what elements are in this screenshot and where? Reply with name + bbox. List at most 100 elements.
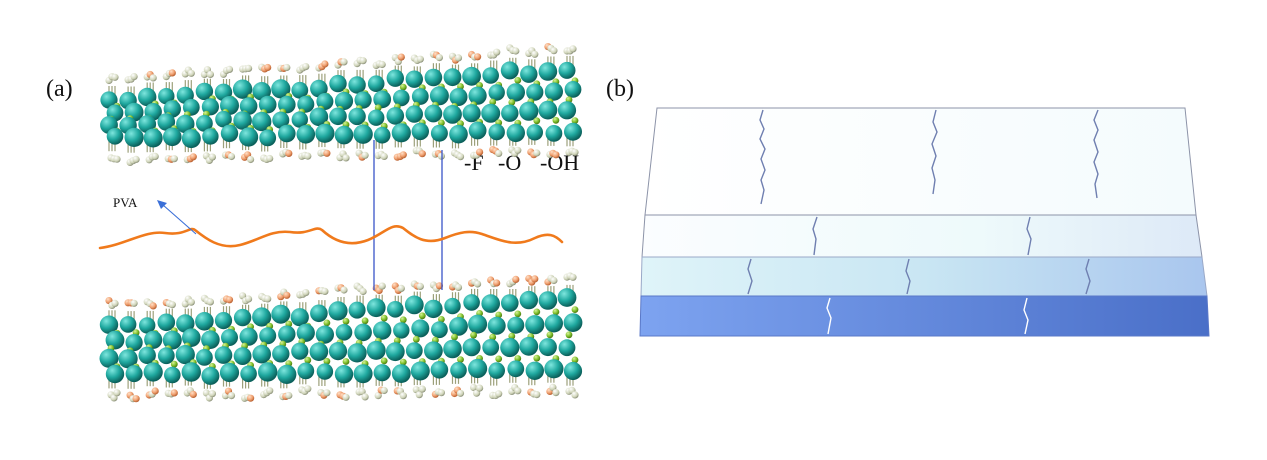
hydrogen-atom — [302, 289, 310, 297]
terminal-atom — [323, 389, 331, 397]
terminal-atom — [361, 393, 369, 401]
titanium-atom — [239, 327, 258, 346]
titanium-atom — [201, 330, 220, 350]
titanium-atom — [297, 362, 315, 380]
carbon-atom — [495, 355, 503, 363]
titanium-atom — [99, 315, 119, 334]
oxygen-atom — [168, 69, 176, 77]
carbon-atom — [380, 357, 388, 365]
hydrogen-atom — [130, 299, 138, 307]
titanium-atom — [252, 344, 271, 364]
titanium-atom — [258, 362, 278, 382]
hydrogen-atom — [340, 286, 348, 294]
titanium-atom — [557, 101, 577, 120]
carbon-atom — [514, 310, 522, 318]
terminal-atom — [113, 389, 121, 397]
titanium-atom — [538, 100, 558, 120]
titanium-atom — [488, 123, 505, 141]
crack-2 — [931, 109, 938, 195]
crack-1 — [759, 109, 766, 205]
carbon-atom — [514, 77, 522, 84]
titanium-atom — [328, 301, 348, 321]
titanium-atom — [386, 69, 404, 87]
titanium-atom — [334, 91, 354, 111]
terminal-atom — [514, 387, 522, 395]
titanium-atom — [373, 364, 391, 382]
hydrogen-atom — [397, 284, 405, 292]
titanium-atom — [138, 346, 156, 364]
pva-pointer-arrow — [162, 204, 197, 235]
terminal-atom — [470, 383, 478, 392]
titanium-atom — [443, 68, 462, 87]
terminal-atom — [399, 392, 407, 400]
titanium-atom — [405, 70, 423, 88]
titanium-atom — [278, 124, 296, 143]
terminal-atom — [514, 146, 522, 154]
carbon-atom — [438, 316, 445, 323]
titanium-atom — [348, 107, 366, 126]
terminal-atom — [208, 390, 216, 398]
crack-3 — [1093, 109, 1099, 199]
terminal-atom — [571, 391, 579, 399]
terminal-atom — [358, 388, 366, 396]
titanium-atom — [106, 128, 124, 145]
terminal-atom — [247, 394, 255, 402]
carbon-atom — [438, 119, 445, 127]
terminal-atom — [571, 148, 579, 156]
titanium-atom — [239, 127, 259, 147]
titanium-atom — [468, 121, 487, 140]
titanium-atom — [239, 97, 258, 115]
carbon-atom — [533, 117, 541, 125]
titanium-atom — [195, 312, 214, 331]
carbon-atom — [571, 117, 579, 124]
titanium-atom — [196, 349, 213, 366]
titanium-atom — [507, 316, 525, 334]
terminal-atom — [227, 152, 236, 161]
terminal-atom — [374, 392, 382, 400]
film-layer-2 — [641, 214, 1203, 258]
titanium-atom — [563, 361, 583, 381]
titanium-atom — [328, 342, 348, 361]
terminal-atom — [170, 389, 178, 397]
titanium-atom — [124, 127, 144, 147]
mxene-slab-top — [100, 43, 582, 166]
terminal-atom — [552, 151, 560, 159]
terminal-atom — [495, 149, 503, 157]
hydrogen-atom — [283, 63, 291, 72]
titanium-atom — [385, 342, 405, 362]
titanium-atom — [411, 319, 430, 338]
terminal-atom — [476, 148, 484, 156]
titanium-atom — [214, 312, 233, 330]
hydrogen-atom — [245, 295, 253, 303]
terminal-atom — [323, 149, 331, 157]
titanium-atom — [488, 362, 506, 379]
titanium-atom — [482, 67, 500, 84]
hydrogen-atom — [454, 54, 463, 62]
terminal-atom — [132, 395, 140, 403]
terminal-atom — [304, 152, 312, 160]
hydrogen-atom — [245, 64, 253, 72]
titanium-atom — [405, 342, 423, 359]
titanium-atom — [105, 330, 125, 350]
titanium-atom — [468, 86, 487, 105]
carbon-atom — [323, 319, 331, 327]
titanium-atom — [258, 95, 277, 114]
titanium-atom — [463, 294, 480, 311]
titanium-atom — [563, 313, 583, 332]
terminal-atom — [113, 155, 121, 163]
terminal-atom — [361, 151, 369, 159]
titanium-atom — [424, 68, 443, 87]
titanium-atom — [564, 122, 582, 141]
titanium-atom — [444, 297, 461, 315]
titanium-atom — [424, 341, 443, 361]
carbon-atom — [533, 354, 541, 362]
titanium-atom — [393, 322, 410, 339]
titanium-atom — [291, 81, 309, 99]
carbon-atom — [374, 104, 382, 112]
titanium-atom — [157, 113, 176, 131]
titanium-atom — [424, 104, 443, 123]
terminal-atom — [380, 152, 388, 160]
carbon-atom — [451, 333, 458, 341]
titanium-atom — [347, 343, 367, 363]
titanium-atom — [315, 325, 334, 344]
